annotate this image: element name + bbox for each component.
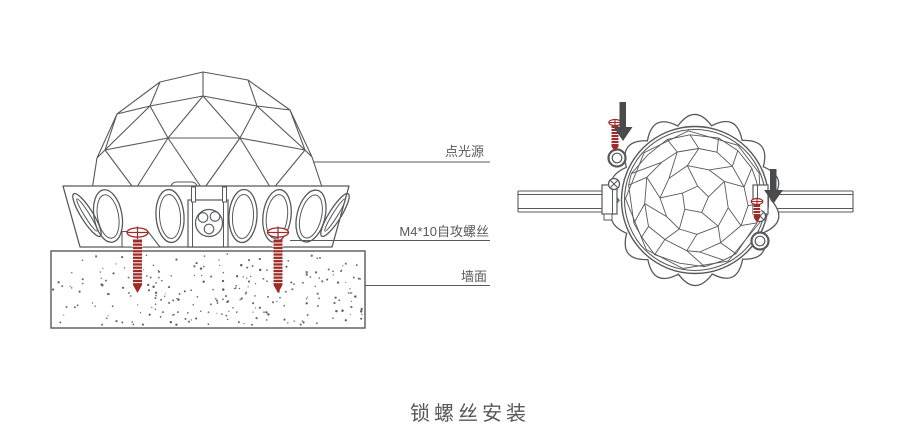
dome-wireframe bbox=[91, 71, 324, 191]
label-screw-spec: M4*10自攻螺丝 bbox=[399, 224, 489, 239]
mounting-collar bbox=[62, 181, 350, 248]
self-tapping-screws-top bbox=[608, 118, 764, 223]
insert-direction-arrows bbox=[613, 102, 783, 204]
leader-lines bbox=[290, 161, 490, 286]
rubber-grommets bbox=[607, 148, 770, 251]
wall-section bbox=[50, 250, 366, 329]
mounting-rails bbox=[517, 190, 854, 213]
label-light-source: 点光源 bbox=[445, 144, 484, 159]
diagram-title: 锁螺丝安装 bbox=[410, 403, 530, 425]
front-view-diagram: 点光源 M4*10自攻螺丝 墙面 bbox=[50, 71, 490, 329]
label-wall: 墙面 bbox=[461, 269, 487, 284]
self-tapping-screws-front bbox=[126, 226, 290, 293]
top-view-diagram bbox=[517, 102, 854, 287]
dome-lens-mesh bbox=[628, 134, 763, 268]
